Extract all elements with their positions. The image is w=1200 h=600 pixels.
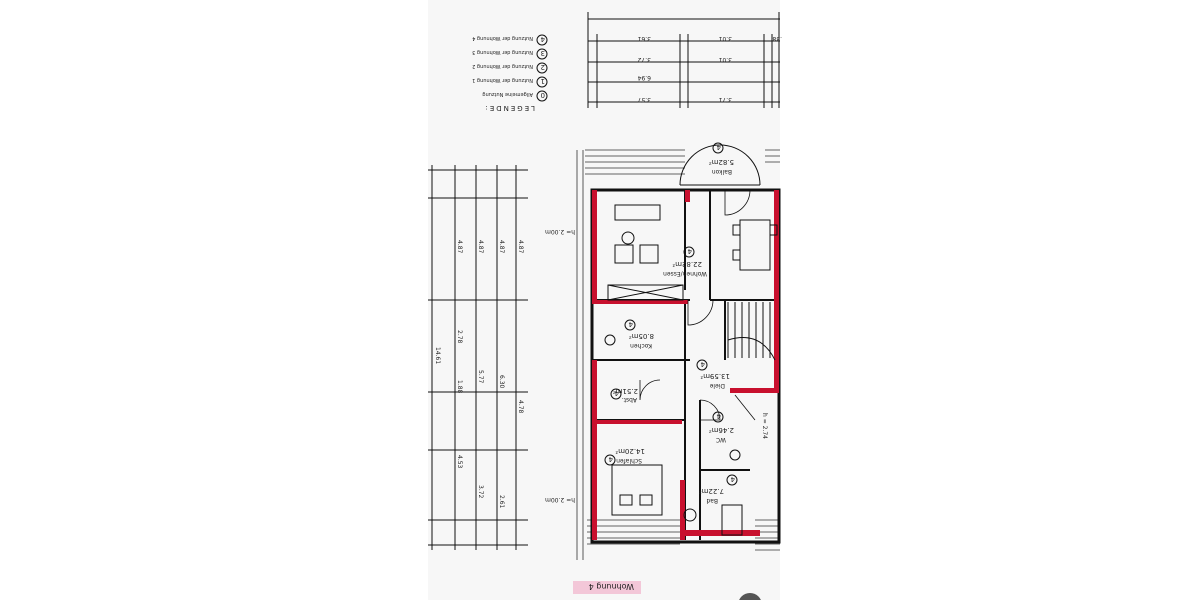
- room-code: 4: [628, 320, 633, 328]
- dim-label: 3.72: [477, 485, 484, 499]
- room-name: Bad: [706, 497, 718, 504]
- dim-label: 3.01: [718, 35, 732, 42]
- legend-label: Allgemeine Nutzung: [482, 91, 533, 97]
- dim-total: 14.61: [434, 347, 441, 364]
- legend-title: LEGENDE:: [483, 104, 535, 112]
- room-diele: Diele 13.59m² 4: [696, 359, 730, 389]
- room-name: Diele: [709, 382, 725, 389]
- dim-label: 3.01: [718, 56, 732, 63]
- height-note: h= 2.00m: [545, 228, 575, 235]
- room-name: Schlafen: [616, 457, 642, 464]
- dim-label: 3.61: [637, 35, 651, 42]
- legend-item: 3 Nutzung der Wohnung 3: [472, 48, 548, 60]
- room-code: 4: [730, 475, 735, 483]
- dim-label: 4.53: [456, 455, 463, 469]
- room-area: 22.82m²: [672, 260, 702, 268]
- room-wc: WC 2.46m² 4: [709, 411, 734, 443]
- room-wohnen: Wohnen/Essen 22.82m² 4: [663, 246, 707, 277]
- room-code: 4: [614, 389, 619, 397]
- legend-label: Nutzung der Wohnung 3: [472, 49, 533, 55]
- dim-label: 5.77: [477, 370, 484, 384]
- dim-total: 6.94: [637, 74, 651, 81]
- doors: [639, 189, 756, 421]
- balcony: [679, 144, 761, 186]
- roof-slope-hatching: [576, 149, 780, 560]
- stairs: [727, 302, 776, 361]
- room-code: 4: [608, 455, 613, 463]
- legend-code: 1: [541, 77, 545, 85]
- room-area: 7.22m²: [699, 487, 724, 495]
- legend-label: Nutzung der Wohnung 2: [472, 63, 533, 69]
- top-dimension-labels: 6.94 3.61 3.01 .38 3.72 3.01 3.57 3.71: [637, 35, 782, 103]
- legend-item: 2 Nutzung der Wohnung 2: [472, 62, 548, 74]
- legend-code: 0: [541, 91, 545, 99]
- dim-label: .38: [772, 35, 782, 42]
- legend-item: 4 Nutzung der Wohnung 4: [472, 34, 548, 46]
- room-area: 5.82m²: [709, 158, 734, 166]
- dim-label: 4.78: [517, 400, 524, 414]
- room-kochen: Kochen 8.05m² 4: [624, 319, 654, 349]
- height-notes: h= 2.00m h= 2.00m h = 2.74: [545, 228, 768, 503]
- left-dimension-chains: [428, 165, 528, 550]
- dim-label: 2.61: [498, 495, 505, 509]
- height-note: h = 2.74: [761, 413, 768, 439]
- left-dimension-labels: 14.61 4.87 2.78 1.88 4.53 4.87 5.77 3.72…: [434, 240, 524, 509]
- room-labels: Balkon 5.82m² 4 Wohnen/Essen 22.82m² 4 K…: [604, 142, 738, 504]
- footer: Wohnung 4: [573, 581, 641, 594]
- room-code: 4: [716, 412, 721, 420]
- dim-label: 3.57: [637, 96, 651, 103]
- room-balkon: Balkon 5.82m² 4: [709, 142, 734, 175]
- dim-label: 3.72: [637, 56, 651, 63]
- room-abst: Abst. 2.51m² 4: [610, 387, 638, 403]
- dim-label: 4.87: [517, 240, 524, 254]
- dim-label: 3.71: [718, 96, 732, 103]
- room-name: Wohnen/Essen: [663, 270, 707, 277]
- height-note: h= 2.00m: [545, 496, 575, 503]
- room-name: Kochen: [630, 342, 652, 349]
- legend-code: 2: [541, 63, 545, 71]
- room-schlafen: Schlafen 14.20m² 4: [604, 447, 645, 466]
- dim-label: 6.30: [498, 375, 505, 389]
- room-area: 8.05m²: [629, 332, 654, 340]
- room-name: Abst.: [622, 396, 637, 403]
- room-code: 4: [700, 360, 705, 368]
- legend-item: 0 Allgemeine Nutzung: [482, 90, 548, 102]
- footer-title: Wohnung 4: [589, 582, 634, 591]
- dim-label: 4.87: [456, 240, 463, 254]
- legend-label: Nutzung der Wohnung 1: [472, 77, 533, 83]
- legend-code: 3: [541, 49, 545, 57]
- room-name: Balkon: [712, 168, 732, 175]
- top-dimension-chains: [587, 12, 780, 108]
- legend-code: 4: [540, 35, 545, 43]
- legend-item: 1 Nutzung der Wohnung 1: [472, 76, 548, 88]
- corner-badge: [739, 593, 761, 600]
- dim-label: 4.87: [477, 240, 484, 254]
- room-area: 2.51m²: [613, 387, 638, 395]
- room-area: 13.59m²: [700, 372, 730, 380]
- dim-label: 1.88: [456, 380, 463, 394]
- room-code: 4: [687, 247, 692, 255]
- room-name: WC: [716, 436, 726, 443]
- room-area: 2.46m²: [709, 426, 734, 434]
- dim-label: 4.87: [498, 240, 505, 254]
- legend: LEGENDE: 0 Allgemeine Nutzung 1 Nutzung …: [472, 34, 548, 112]
- furniture: [604, 204, 778, 536]
- legend-label: Nutzung der Wohnung 4: [472, 35, 533, 41]
- room-area: 14.20m²: [615, 447, 645, 455]
- dim-label: 2.78: [456, 330, 463, 344]
- room-code: 4: [716, 143, 721, 151]
- room-bad: Bad 7.22m² 4: [699, 474, 738, 504]
